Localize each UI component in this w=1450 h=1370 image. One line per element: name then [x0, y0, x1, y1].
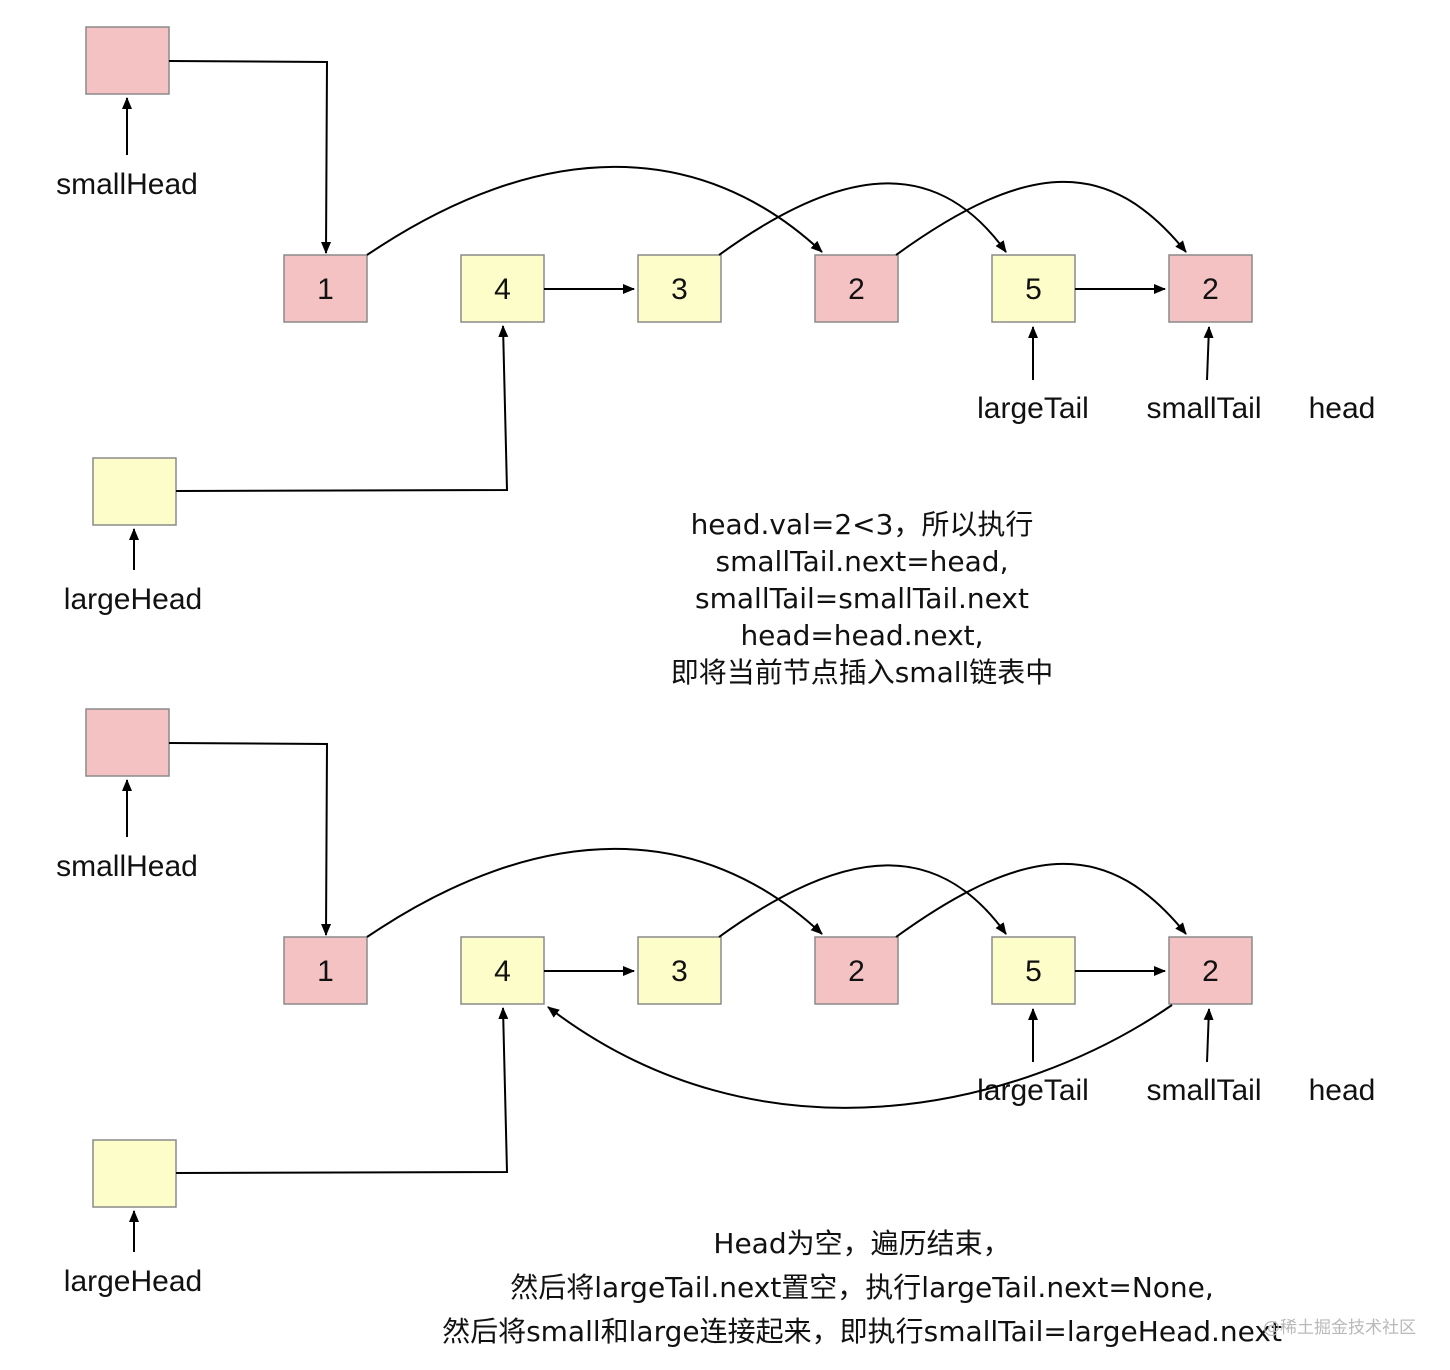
node-value: 2 [1202, 955, 1219, 988]
large-head-label: largeHead [64, 1265, 202, 1298]
node-value: 2 [1202, 273, 1219, 306]
caption-line: 然后将largeTail.next置空，执行largeTail.next=Non… [510, 1271, 1214, 1304]
list-node [283, 254, 368, 323]
list-node [637, 936, 722, 1005]
caption-line: smallTail.next=head, [715, 545, 1009, 578]
caption-panel-1: head.val=2<3，所以执行 smallTail.next=head, s… [671, 506, 1054, 691]
head-label: head [1309, 392, 1376, 425]
large-head-next-link [175, 325, 509, 492]
link-1-to-2 [366, 165, 823, 256]
large-tail-label: largeTail [977, 1074, 1089, 1107]
link-2-to-2 [895, 862, 1187, 938]
list-node [283, 936, 368, 1005]
panel-1: 1 4 3 2 5 2 smallHead largeHead largeTail smallTa… [56, 26, 1376, 616]
caption-line: head.val=2<3，所以执行 [690, 508, 1034, 541]
large-head-next-link [175, 1007, 509, 1174]
list-node [991, 936, 1076, 1005]
small-head-next-link [168, 60, 332, 254]
small-head-dummy-node [85, 708, 170, 777]
link-3-to-5 [718, 182, 1007, 256]
small-tail-pointer [1203, 1008, 1214, 1063]
link-2-to-2 [895, 180, 1187, 256]
node-value: 5 [1025, 955, 1042, 988]
list-node [814, 254, 899, 323]
large-head-dummy-node [92, 457, 177, 526]
small-head-label: smallHead [56, 850, 198, 883]
large-tail-label: largeTail [977, 392, 1089, 425]
head-label: head [1309, 1074, 1376, 1107]
node-value: 4 [494, 955, 511, 988]
caption-line: smallTail=smallTail.next [695, 582, 1029, 615]
list-node [637, 254, 722, 323]
node-value: 5 [1025, 273, 1042, 306]
large-head-dummy-node [92, 1139, 177, 1208]
small-head-next-link [168, 742, 332, 936]
caption-line: head=head.next, [740, 619, 984, 652]
small-tail-pointer [1203, 326, 1214, 381]
watermark: @稀土掘金技术社区 [1263, 1318, 1416, 1338]
list-node [1168, 254, 1253, 323]
link-small-tail-to-large-first [547, 1004, 1173, 1109]
small-head-dummy-node [85, 26, 170, 95]
small-tail-label: smallTail [1146, 392, 1261, 425]
small-tail-label: smallTail [1146, 1074, 1261, 1107]
node-value: 1 [317, 955, 334, 988]
small-head-label: smallHead [56, 168, 198, 201]
node-value: 3 [671, 273, 688, 306]
caption-line: Head为空，遍历结束， [713, 1227, 1011, 1260]
node-value: 4 [494, 273, 511, 306]
panel-2: 1 4 3 2 5 2 smallHead largeHead largeTail smallTa… [56, 708, 1376, 1298]
caption-line: 然后将small和large连接起来，即执行smallTail=largeHea… [442, 1315, 1282, 1348]
node-value: 1 [317, 273, 334, 306]
large-head-label: largeHead [64, 583, 202, 616]
caption-line: 即将当前节点插入small链表中 [670, 656, 1054, 689]
link-3-to-5 [718, 864, 1007, 938]
caption-panel-2: Head为空，遍历结束， 然后将largeTail.next置空，执行large… [442, 1222, 1282, 1354]
node-value: 2 [848, 955, 865, 988]
list-node [991, 254, 1076, 323]
node-value: 2 [848, 273, 865, 306]
list-node [814, 936, 899, 1005]
node-value: 3 [671, 955, 688, 988]
panels-root: 1 4 3 2 5 2 smallHead largeHead largeTail smallTa… [56, 26, 1376, 1298]
list-node [1168, 936, 1253, 1005]
link-1-to-2 [366, 847, 823, 938]
